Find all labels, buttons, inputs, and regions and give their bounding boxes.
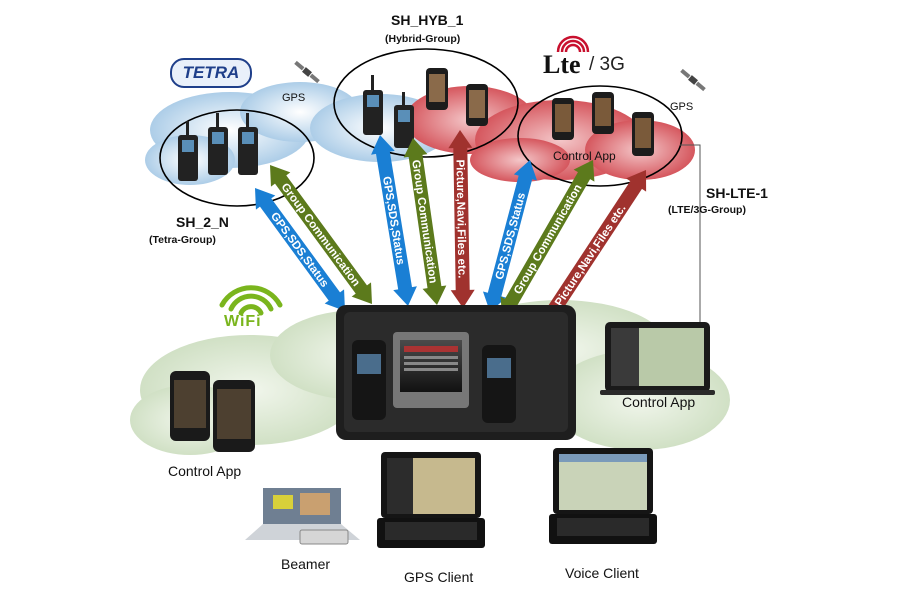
arrow-gps-sds-status-tetra-label: GPS,SDS,Status	[268, 210, 331, 289]
satellite-icon	[680, 68, 706, 92]
tetra-handsets	[178, 113, 258, 181]
gps-label-right: GPS	[670, 101, 694, 113]
lte-logo: Lte	[543, 50, 581, 79]
arrow-gps-sds-status-hybrid-shape	[371, 135, 417, 307]
wifi-icon	[219, 285, 283, 316]
beamer	[245, 488, 360, 545]
laptop-control-app: Control App	[622, 394, 696, 410]
arrow-group-comm-tetra-shape	[270, 165, 372, 305]
lte-group-name: SH-LTE-1	[706, 185, 768, 201]
satellite-icon	[294, 60, 320, 84]
hybrid-group-ellipse	[333, 48, 519, 158]
arrow-picture-hybrid-shape	[448, 130, 475, 309]
laptop-right	[600, 322, 715, 395]
left-phones-control-app: Control App	[168, 463, 242, 479]
arrow-gps-sds-status-tetra-shape	[255, 188, 345, 312]
arrow-group-comm-hybrid-label: Group Communication	[409, 159, 439, 284]
arrow-picture-hybrid: Picture,Navi,Files etc.	[448, 130, 475, 309]
lte-group-control-app: Control App	[553, 149, 616, 163]
tetra-group-ellipse	[159, 109, 315, 207]
lte-group-subtitle: (LTE/3G-Group)	[668, 204, 746, 216]
arrow-group-comm-hybrid-shape	[403, 138, 447, 306]
voice-client-label: Voice Client	[565, 565, 639, 581]
arrow-picture-hybrid-label: Picture,Navi,Files etc.	[453, 159, 467, 278]
hybrid-devices	[363, 68, 488, 148]
central-case	[336, 305, 576, 440]
arrow-gps-sds-status-hybrid-label: GPS,SDS,Status	[380, 176, 406, 266]
lte-group-ellipse	[517, 85, 683, 187]
wifi-logo-text: WiFi	[224, 313, 262, 330]
arrow-picture-lte-shape	[533, 170, 647, 340]
hybrid-group-name: SH_HYB_1	[391, 12, 464, 28]
hybrid-group-subtitle: (Hybrid-Group)	[385, 33, 461, 45]
gps-client-label: GPS Client	[404, 569, 474, 585]
lte-to-laptop-line	[680, 144, 701, 322]
tetra-group-subtitle: (Tetra-Group)	[149, 234, 216, 246]
left-phones	[170, 371, 255, 452]
netbook-gps-client	[377, 452, 485, 548]
lte-phones	[552, 92, 654, 156]
netbook-voice-client	[549, 448, 657, 544]
gps-label-left: GPS	[282, 92, 306, 104]
tetra-logo: TETRA	[170, 58, 252, 88]
lte-signal-icon	[556, 35, 590, 53]
lte-3g-label: / 3G	[589, 54, 625, 75]
beamer-label: Beamer	[281, 556, 331, 572]
arrow-gps-sds-status-lte-shape	[482, 160, 538, 313]
arrow-group-comm-lte-shape	[500, 160, 595, 318]
tetra-group-name: SH_2_N	[176, 214, 229, 230]
